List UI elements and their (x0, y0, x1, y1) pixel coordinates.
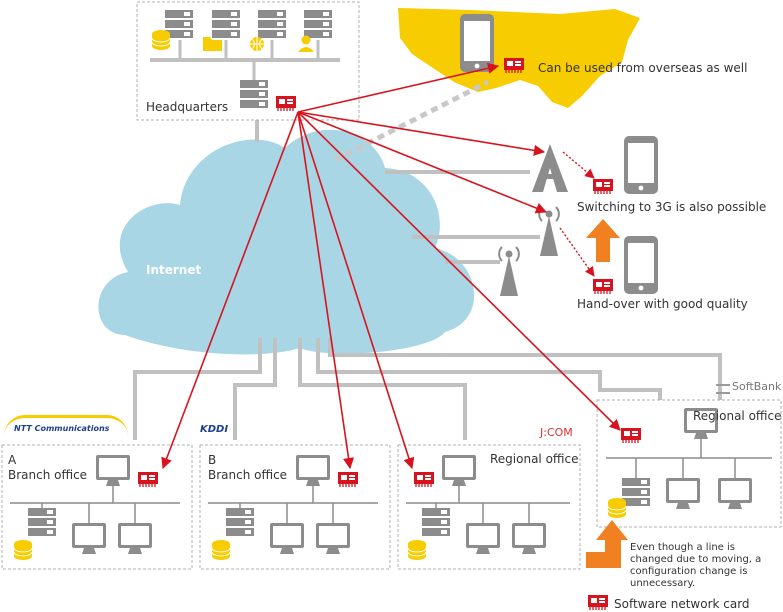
database-icon (151, 29, 171, 51)
branch-office-b-devices (208, 455, 378, 554)
antenna-icon (538, 206, 560, 257)
headquarters-servers (165, 10, 332, 108)
smartphone-icon (460, 14, 494, 72)
radio-link-line (562, 151, 595, 179)
moving-note: Even though a line is changed due to mov… (630, 542, 762, 589)
network-card-icon (137, 471, 159, 488)
branch-a-label: Branch office (8, 468, 88, 482)
network-card-icon (620, 427, 642, 444)
antenna-icon (532, 144, 568, 192)
user-icon (298, 35, 314, 52)
network-card-icon (413, 471, 435, 488)
ntt-logo-swoosh (4, 415, 128, 436)
softbank-logo-bars (716, 384, 730, 394)
up-arrow-icon (586, 219, 620, 262)
globe-icon (250, 37, 264, 51)
legend-label: Software network card (614, 597, 750, 611)
regional-office-1-label: Regional office (490, 452, 579, 466)
switching-3g-label: Switching to 3G is also possible (577, 200, 767, 214)
network-card-icon (275, 95, 297, 112)
headquarters-label: Headquarters (146, 100, 229, 114)
antenna-icon (498, 246, 520, 297)
database-icon (407, 539, 427, 561)
branch-b-letter: B (208, 453, 217, 467)
radio-link-line (559, 227, 595, 277)
network-card-icon (592, 278, 614, 295)
overseas-tunnel-line (333, 79, 490, 163)
kddi-logo: KDDI (200, 424, 229, 435)
softbank-logo: SoftBank (732, 380, 782, 393)
up-arrow-icon (586, 520, 628, 568)
regional-office-2-devices (606, 408, 772, 509)
vpn-connections (161, 62, 621, 470)
office-boxes (1, 1, 782, 570)
handover-label: Hand-over with good quality (577, 297, 748, 311)
folder-icon (203, 37, 222, 51)
regional-office-1-devices (406, 455, 570, 554)
network-cables (133, 58, 722, 440)
branch-office-a-devices (10, 455, 180, 554)
branch-b-label: Branch office (208, 468, 288, 482)
smartphone-icon (624, 236, 658, 294)
smartphone-icon (624, 136, 658, 194)
internet-cloud (98, 129, 475, 355)
network-card-icon (337, 471, 359, 488)
regional-office-2-label: Regional office (693, 409, 782, 423)
branch-a-letter: A (8, 453, 17, 467)
database-icon (13, 539, 33, 561)
database-icon (211, 539, 231, 561)
network-card-icon (592, 178, 614, 195)
database-icon (607, 497, 627, 519)
overseas-label: Can be used from overseas as well (538, 61, 748, 75)
jcom-logo: J:COM (540, 426, 573, 439)
network-card-icon (587, 594, 609, 611)
internet-label: Internet (146, 263, 202, 277)
